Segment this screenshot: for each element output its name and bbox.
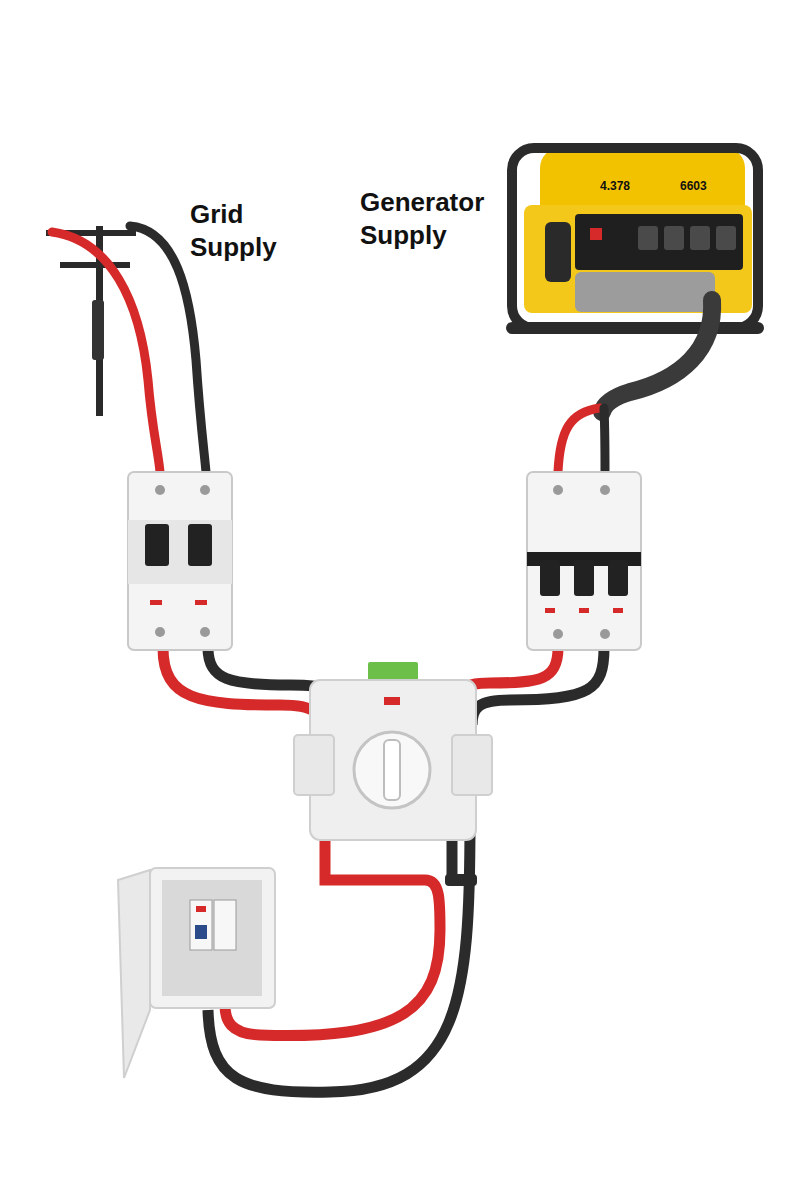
status-mark — [384, 697, 400, 705]
recoil-starter — [545, 222, 571, 282]
switch-side-module — [294, 735, 334, 795]
generator-frame — [512, 148, 758, 328]
utility-pole — [46, 226, 136, 416]
terminal-screw — [200, 485, 210, 495]
terminal-screw — [600, 629, 610, 639]
grid-out-live-wire — [163, 648, 322, 735]
changeover-switch — [294, 662, 492, 840]
terminal-screw — [200, 627, 210, 637]
status-mark — [196, 906, 206, 912]
consumer-unit — [118, 868, 275, 1078]
frame-base — [512, 322, 758, 334]
breaker-toggle — [188, 524, 212, 566]
switch-side-module — [452, 735, 492, 795]
breaker-body — [527, 472, 641, 650]
status-mark — [545, 608, 555, 613]
terminal-screw — [553, 629, 563, 639]
supply-heading: Grid Supply — [190, 198, 310, 263]
pole-insulator — [92, 300, 104, 360]
unit-breaker — [190, 900, 212, 950]
breaker-toggle — [608, 560, 628, 596]
unit-breaker — [214, 900, 236, 950]
generator-cable — [602, 300, 712, 412]
unit-box — [150, 868, 275, 1008]
unit-interior — [162, 880, 262, 996]
generator — [512, 148, 758, 328]
breaker-toggle — [540, 560, 560, 596]
terminal-screw — [553, 485, 563, 495]
power-switch — [590, 228, 602, 240]
generator-neutral-wire — [604, 408, 605, 472]
control-panel — [575, 214, 743, 270]
panel-rating: 4.378 — [600, 180, 660, 193]
socket — [664, 226, 684, 250]
status-mark — [579, 608, 589, 613]
status-mark — [195, 600, 207, 605]
engine-block — [575, 272, 715, 312]
panel-rating: 6603 — [680, 180, 740, 193]
breaker-toggle — [145, 524, 169, 566]
gen-out-neutral-wire — [472, 648, 604, 725]
generator-breaker — [527, 472, 641, 650]
pole-crossarm — [60, 262, 130, 268]
rotary-knob — [354, 732, 430, 808]
status-mark — [150, 600, 162, 605]
breaker-face — [128, 520, 232, 584]
generator-live-wire — [558, 408, 600, 472]
grid-live-wire — [52, 232, 160, 472]
terminal-screw — [155, 485, 165, 495]
status-mark — [613, 608, 623, 613]
grid-breaker — [128, 472, 232, 650]
unit-door — [118, 870, 150, 1078]
breaker-toggle — [195, 925, 207, 939]
socket — [716, 226, 736, 250]
terminal-screw — [600, 485, 610, 495]
supply-heading: Generator Supply — [360, 186, 510, 251]
socket — [638, 226, 658, 250]
knob-handle — [384, 740, 400, 800]
socket — [690, 226, 710, 250]
breaker-body — [128, 472, 232, 650]
cable-clip — [445, 874, 477, 886]
grid-neutral-wire — [130, 226, 206, 472]
terminal-screw — [155, 627, 165, 637]
breaker-toggle — [574, 560, 594, 596]
